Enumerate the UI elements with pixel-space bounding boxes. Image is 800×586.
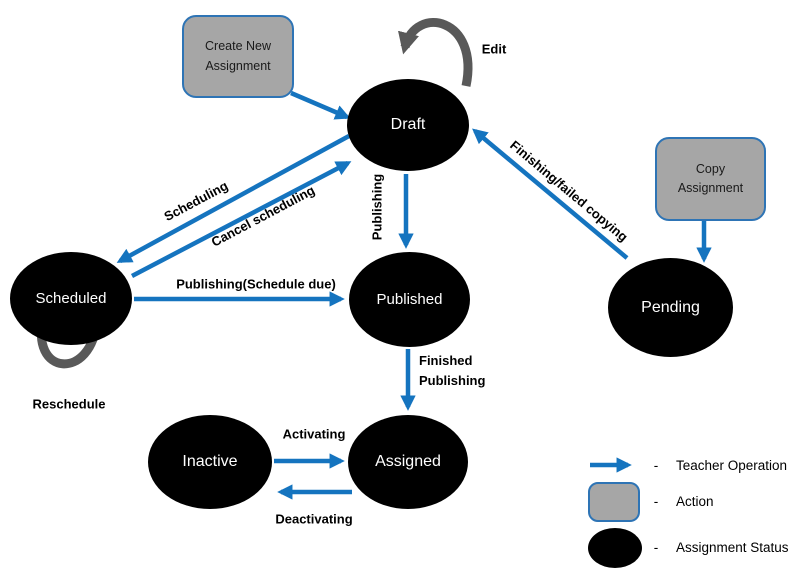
label-finished-publishing-line2: Publishing xyxy=(419,373,486,389)
edge-scheduling xyxy=(116,134,351,263)
edge-pending-to-draft xyxy=(472,128,629,260)
status-node-scheduled: Scheduled xyxy=(10,252,132,345)
label-edit: Edit xyxy=(481,41,507,57)
legend-dash: - xyxy=(653,494,659,509)
legend-label-assignment-status: Assignment Status xyxy=(676,540,789,555)
legend-label-action: Action xyxy=(676,494,714,509)
edge-edit-self-loop xyxy=(398,18,473,87)
action-copy-line1: Copy xyxy=(695,161,726,176)
teacher-operation-arrow-icon xyxy=(588,457,646,473)
label-publishing-schedule-due: Publishing(Schedule due) xyxy=(176,276,336,292)
status-label-inactive: Inactive xyxy=(182,453,238,470)
status-node-assigned: Assigned xyxy=(348,415,468,509)
edge-create-to-draft xyxy=(290,90,351,120)
status-label-published: Published xyxy=(376,291,443,308)
status-node-published: Published xyxy=(349,252,470,347)
action-create-new-assignment: Create New Assignment xyxy=(182,15,294,98)
label-reschedule: Reschedule xyxy=(32,396,106,412)
status-node-draft: Draft xyxy=(347,79,469,171)
legend-dash: - xyxy=(653,540,659,555)
label-activating: Activating xyxy=(282,426,346,442)
edge-cancel-scheduling xyxy=(130,161,352,278)
action-copy-assignment: Copy Assignment xyxy=(655,137,766,221)
label-deactivating: Deactivating xyxy=(275,511,353,527)
action-shape-icon xyxy=(588,481,646,522)
legend-row-teacher-operation: - Teacher Operation xyxy=(588,452,787,478)
action-copy-line2: Assignment xyxy=(677,181,744,195)
assignment-status-shape-icon xyxy=(588,527,646,568)
action-create-line1: Create New xyxy=(205,39,271,54)
label-publishing: Publishing xyxy=(369,173,385,241)
label-finished-publishing: Finished Publishing xyxy=(419,351,485,391)
action-create-line2: Assignment xyxy=(205,58,271,73)
legend-dash: - xyxy=(653,457,659,473)
legend-row-action: - Action xyxy=(588,481,714,522)
status-node-inactive: Inactive xyxy=(148,415,272,509)
status-label-draft: Draft xyxy=(390,116,426,133)
status-label-assigned: Assigned xyxy=(375,453,441,470)
legend-row-assignment-status: - Assignment Status xyxy=(588,527,789,568)
label-finished-publishing-line1: Finished xyxy=(419,353,473,368)
legend-label-teacher-operation: Teacher Operation xyxy=(676,457,788,473)
status-label-scheduled: Scheduled xyxy=(35,290,107,307)
status-node-pending: Pending xyxy=(608,258,733,357)
status-label-pending: Pending xyxy=(641,298,700,316)
